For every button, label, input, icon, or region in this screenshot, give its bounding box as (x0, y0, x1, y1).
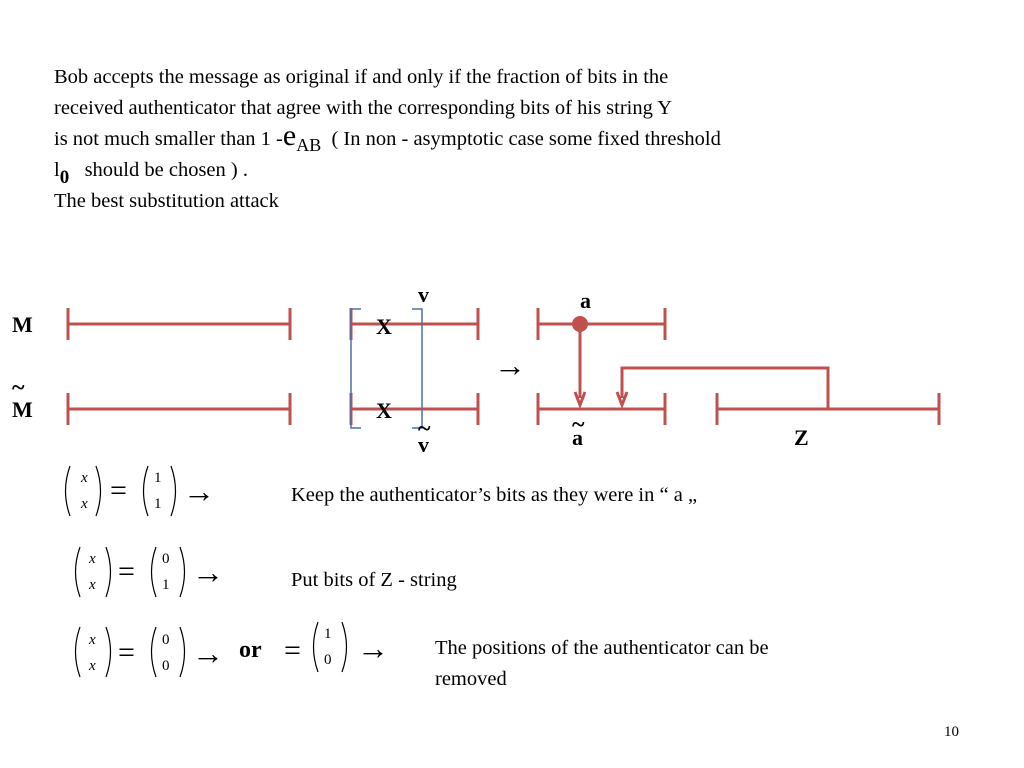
error-rate-symbol: e (282, 119, 297, 152)
rule3-description-line-1: The positions of the authenticator can b… (435, 637, 769, 659)
rule1-lhs-paren-right (95, 465, 102, 517)
rule1-lhs-top: x (81, 470, 88, 486)
rule2-description: Put bits of Z - string (291, 569, 457, 591)
label-a-tilde: a (572, 425, 583, 450)
z-feedback-arrowhead (615, 391, 629, 410)
rule3-lhs-paren-right (105, 626, 112, 678)
label-m-tilde: M (12, 397, 33, 422)
label-a: a (580, 288, 591, 313)
intro-paragraph: Bob accepts the message as original if a… (54, 62, 934, 217)
label-v: v (418, 282, 429, 307)
rule3-rhs2-paren-left (312, 621, 319, 673)
section-heading: The best substitution attack (54, 190, 279, 212)
rule1-rhs-bottom: 1 (154, 496, 162, 512)
para-line-4: l0 should be chosen ) . (54, 159, 248, 188)
rule2-rhs-paren-right (179, 546, 186, 598)
rule3-lhs-paren-left (74, 626, 81, 678)
para-line-1: Bob accepts the message as original if a… (54, 66, 669, 88)
rule3-description-line-2: removed (435, 668, 507, 690)
rule3-rhs2-paren-right (341, 621, 348, 673)
rule3-rhs-paren-left (150, 626, 157, 678)
rule2-lhs-bottom: x (89, 577, 96, 593)
rule3-rhs-paren-right (179, 626, 186, 678)
rule3-rhs2-top: 1 (324, 626, 332, 642)
rule3-equals-2: = (284, 634, 301, 667)
rule1-lhs-bottom: x (81, 496, 88, 512)
rule1-rhs-paren-right (170, 465, 177, 517)
rule3-equals: = (118, 636, 135, 669)
rule2-rhs-bottom: 1 (162, 577, 170, 593)
rule3-lhs-top: x (89, 632, 96, 648)
rule1-rhs-top: 1 (154, 470, 162, 486)
rule3-or: or (239, 637, 262, 663)
authenticator-bit-dot (572, 316, 588, 332)
label-v-tilde-mark: ~ (418, 416, 431, 442)
para-line-3: is not much smaller than 1 -eAB ( In non… (54, 119, 721, 156)
rule1-description: Keep the authenticator’s bits as they we… (291, 484, 698, 506)
label-m: M (12, 312, 33, 337)
label-a-tilde-mark: ~ (572, 412, 585, 438)
rule2-rhs-top: 0 (162, 551, 170, 567)
rule2-lhs-paren-right (105, 546, 112, 598)
rule1-lhs-paren-left (64, 465, 71, 517)
bracket-right (412, 308, 423, 429)
rule1-equals: = (110, 474, 127, 507)
z-feedback-path (620, 366, 830, 409)
rule2-equals: = (118, 555, 135, 588)
rule3-lhs-bottom: x (89, 658, 96, 674)
rule1-rhs-paren-left (142, 465, 149, 517)
rule3-rhs2-bottom: 0 (324, 652, 332, 668)
label-x-bottom: X (376, 398, 392, 423)
rule2-arrow-icon: → (192, 554, 224, 590)
a-to-atilde-arrowhead (573, 391, 587, 410)
label-v-tilde: v (418, 432, 429, 457)
rule3-arrow-2-icon: → (357, 630, 389, 666)
page-number: 10 (944, 724, 959, 740)
rule2-rhs-paren-left (150, 546, 157, 598)
rule3-arrow-icon: → (192, 635, 224, 671)
threshold-subscript: 0 (59, 167, 70, 188)
rule1-arrow-icon: → (183, 473, 215, 509)
rule3-rhs-bottom: 0 (162, 658, 170, 674)
rule2-lhs-paren-left (74, 546, 81, 598)
bracket-left (350, 308, 361, 429)
label-z: Z (794, 425, 809, 450)
para-line-2: received authenticator that agree with t… (54, 97, 673, 119)
transform-arrow-icon: → (494, 347, 526, 383)
error-rate-subscript: AB (296, 135, 322, 155)
rule2-lhs-top: x (89, 551, 96, 567)
label-x-top: X (376, 314, 392, 339)
rule3-rhs-top: 0 (162, 632, 170, 648)
label-m-tilde-mark: ~ (12, 375, 25, 401)
